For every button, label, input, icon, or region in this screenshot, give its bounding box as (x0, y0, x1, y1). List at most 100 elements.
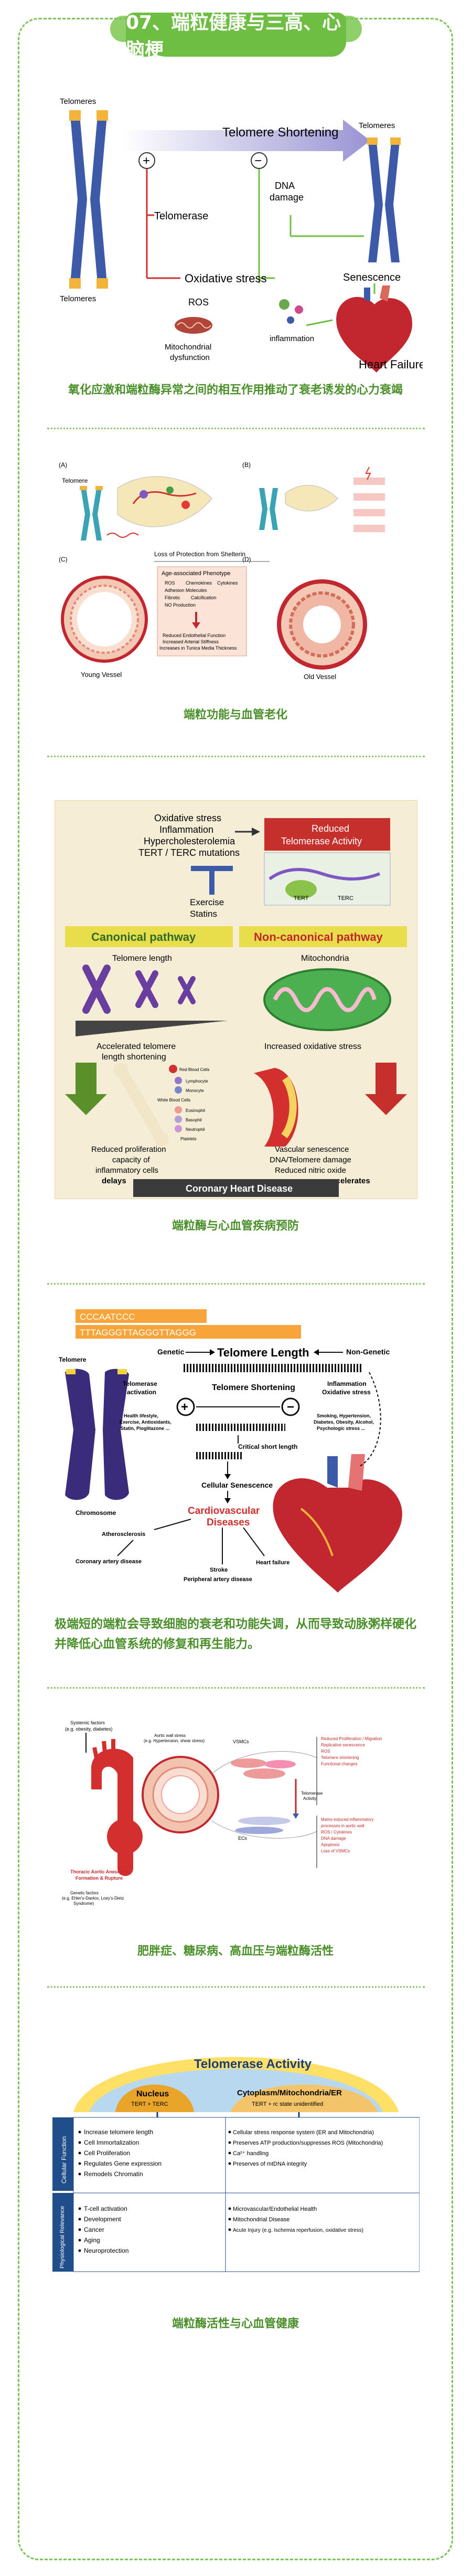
label-loss-protection: Loss of Protection from Shelterin (154, 550, 245, 558)
label-inflam-1: Inflammation (327, 1380, 367, 1387)
label-telomeres-right: Telomeres (359, 121, 395, 130)
ec-cell-icon (238, 1817, 291, 1825)
label-side-cell: Cellular Function (60, 2136, 68, 2183)
left-factor: Exercise, Antioxidants, (120, 1419, 171, 1425)
left-cellular-list: Increase telomere length Cell Immortaliz… (84, 2128, 162, 2178)
label-a: (A) (59, 461, 67, 469)
chromosome-left (69, 110, 108, 289)
young-vessel-icon (61, 576, 148, 663)
label-telomere-length: Telomere length (112, 954, 172, 963)
blood-cells-list: Red Blood Cells Lymphocyte Monocyte Whit… (157, 1065, 209, 1141)
label-mitochondria: Mitochondria (301, 954, 349, 963)
nucleus-icon (115, 2084, 194, 2112)
genetic-line: Genetic factors (70, 1891, 99, 1895)
label-systemic-1: Systemic factors (70, 1720, 105, 1725)
label-side-phys: Physiological Relevance (59, 2206, 66, 2268)
box-title: Age-associated Phenotype (162, 570, 230, 577)
genetic-line: (e.g. Ehler's-Danlos, Loey's-Dietz (62, 1896, 124, 1901)
cell-label: Lymphocyte (186, 1079, 208, 1084)
section-title: 07、端粒健康与三高、心脑梗 (126, 12, 341, 61)
label-cvd-2: Diseases (207, 1517, 250, 1528)
label-systemic-2: (e.g. obesity, diabetes) (65, 1726, 112, 1732)
box-line: Adhesion Molecules (165, 588, 207, 593)
label-telomere-shortening: Telomere Shortening (222, 125, 338, 140)
plus-sign: + (181, 1400, 188, 1414)
label-exercise: Exercise (190, 897, 224, 907)
sequence-2: TTTAGGGTTAGGGTTAGGG (80, 1328, 196, 1338)
stress-line: Inflammation (159, 824, 213, 835)
label-telomere: Telomere (59, 1356, 87, 1363)
right-top-line: Functional changes (321, 1762, 357, 1766)
label-accel-2: length shortening (102, 1053, 166, 1062)
label-dna-damage-1: DNA (275, 181, 295, 191)
label-oxidative-stress: Oxidative stress (185, 272, 267, 285)
right-bottom-line: Matrix-induced inflammatory (321, 1817, 373, 1822)
label-reduced-2: Telomerase Activity (281, 836, 362, 846)
fig3-caption: 端粒酶与心血管疾病预防 (171, 1220, 299, 1233)
label-mito-2: dysfunction (170, 353, 210, 362)
right-factor: Smoking, Hypertension, (317, 1413, 371, 1418)
label-stroke: Stroke (210, 1567, 228, 1573)
divider (47, 1986, 425, 1988)
right-cellular-list: Cellular stress response system (ER and … (233, 2129, 383, 2167)
list-item: Increase telomere length (84, 2128, 153, 2136)
chd-bar (133, 1179, 339, 1197)
list-item: Cellular stress response system (ER and … (233, 2129, 374, 2136)
length-bar-short (196, 1452, 243, 1459)
list-item: T-cell activation (84, 2205, 127, 2212)
box-line: ROS (165, 580, 175, 586)
label-young-vessel: Young Vessel (81, 671, 122, 679)
stress-line: Hypercholesterolemia (144, 836, 235, 846)
label-chd: Coronary Heart Disease (186, 1183, 293, 1194)
list-item: Preserves ATP production/suppresses ROS … (233, 2140, 383, 2146)
list-item: Regulates Gene expression (84, 2160, 162, 2167)
plus-circle (176, 1397, 195, 1416)
label-senescence: Senescence (343, 272, 401, 283)
list-item: Cell Proliferation (84, 2149, 130, 2157)
canonical-outcome: capacity of (112, 1156, 151, 1164)
canonical-outcome: Reduced proliferation (91, 1145, 166, 1154)
list-item: Aging (84, 2236, 100, 2244)
minus-sign: − (287, 1400, 294, 1414)
label-thoracic-2: Formation & Rupture (76, 1875, 123, 1881)
side-physiological-relevance (52, 2193, 73, 2272)
figure-telomere-heart-failure: Telomeres Telomeres Telomere Shortening … (60, 97, 423, 373)
right-top-line: ROS (321, 1749, 330, 1754)
label-statins: Statins (190, 909, 217, 919)
vsmc-cell-icon (243, 1768, 285, 1779)
label-thoracic-1: Thoracic Aortic Aneurysm (70, 1869, 129, 1874)
canonical-outcome: inflammatory cells (95, 1166, 158, 1175)
noncanonical-arrow (365, 1063, 407, 1115)
list-item: Neuroprotection (84, 2247, 128, 2254)
right-factor: Diabetes, Obesity, Alcohol, (314, 1419, 374, 1425)
figure-telomere-vascular-aging: (A) (B) (C) (D) Telomere Young Vessel Ol… (59, 461, 385, 681)
shortening-wedge (76, 1021, 228, 1036)
label-telomerase-act-1: Telomerase (123, 1380, 157, 1387)
cell-label: Basophil (186, 1118, 202, 1122)
label-telomeres-top: Telomeres (60, 97, 96, 106)
right-bottom-line: DNA damage (321, 1836, 346, 1841)
divider (47, 428, 425, 429)
length-bar-long (184, 1364, 362, 1372)
box-line: Cytokines (217, 580, 238, 586)
list-item: Development (84, 2215, 121, 2223)
heart-icon (273, 1454, 402, 1593)
label-canonical: Canonical pathway (91, 930, 196, 944)
canonical-arrow (65, 1063, 107, 1115)
noncanonical-outcome: Reduced nitric oxide (275, 1166, 346, 1175)
label-noncanonical: Non-canonical pathway (254, 930, 383, 944)
fig1-caption: 氧化应激和端粒酶异常之间的相互作用推动了衰老诱发的心力衰竭 (68, 384, 403, 397)
label-inflammation: inflammation (270, 334, 314, 343)
aorta-icon (91, 1739, 143, 1876)
sequence-1: CCCAATCCC (80, 1312, 135, 1322)
plus-sign: + (143, 154, 150, 168)
box-line: Increased Arterial Stiffness (163, 639, 219, 644)
telomerase-label: Activity (303, 1796, 316, 1801)
right-top-line: Telomere shortening (321, 1755, 359, 1760)
genetic-line: Syndrome) (73, 1901, 94, 1906)
label-telomeres-bottom: Telomeres (60, 294, 96, 303)
label-cytoplasm-sub: TERT + rc state unidentified (252, 2101, 323, 2107)
label-genetic: Genetic (157, 1348, 185, 1356)
box-line: Calcification (191, 595, 217, 600)
figure-telomere-length-cvd: CCCAATCCC TTTAGGGTTAGGGTTAGGG Telomere C… (59, 1309, 402, 1593)
